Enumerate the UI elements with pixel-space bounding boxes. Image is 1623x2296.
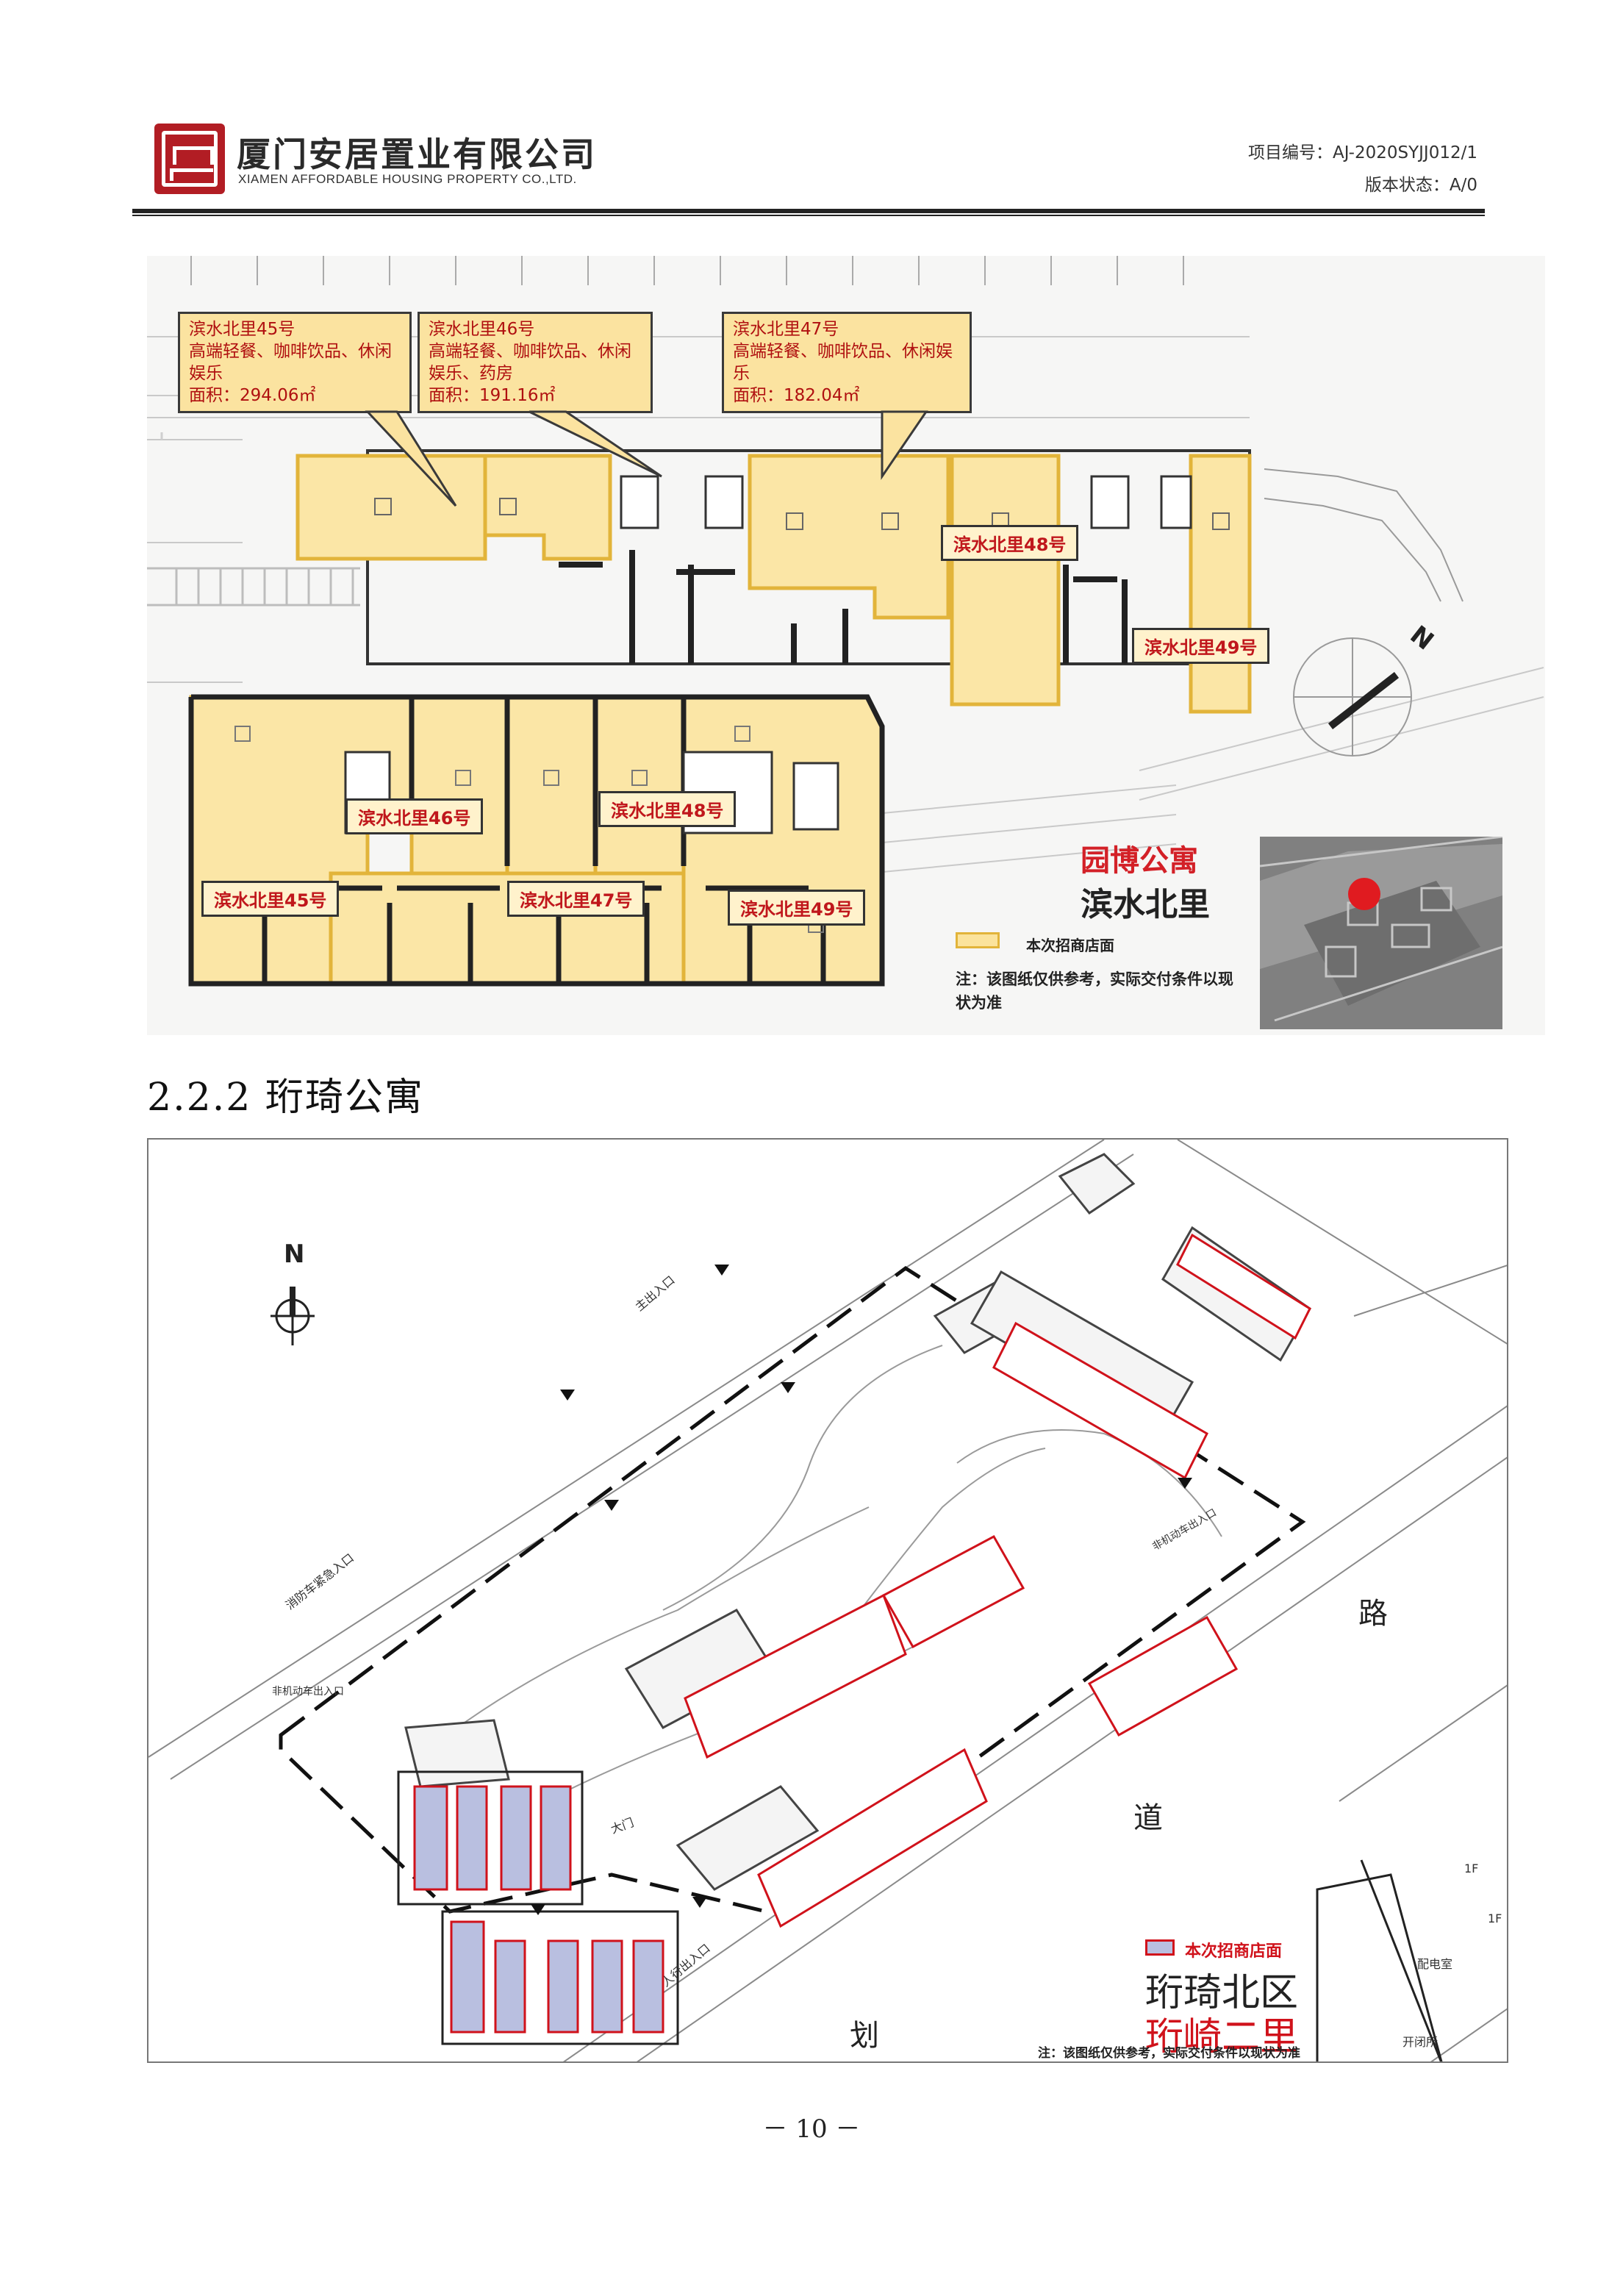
site-location-map [1260,837,1502,1029]
callout-unit-47: 滨水北里47号 高端轻餐、咖啡饮品、休闲娱乐 面积：182.04㎡ [722,312,972,413]
unit-tag-48-lower: 滨水北里48号 [598,791,737,827]
floor-plan-binshui: 滨水北里45号 高端轻餐、咖啡饮品、休闲娱乐 面积：294.06㎡ 滨水北里46… [147,256,1545,1035]
document-meta: 项目编号：AJ-2020SYJJ012/1 版本状态：A/0 [1248,137,1477,201]
unit-tag-45-lower: 滨水北里45号 [201,881,340,917]
road-char-lu: 路 [1358,1597,1388,1631]
callout-46-use: 高端轻餐、咖啡饮品、休闲娱乐、药房 [429,342,631,383]
unit-tag-47-lower: 滨水北里47号 [507,881,645,917]
callout-47-area: 面积：182.04㎡ [733,386,860,405]
label-substation: 配电室 [1417,1957,1453,1971]
page-header: 厦门安居置业有限公司 XIAMEN AFFORDABLE HOUSING PRO… [132,110,1485,221]
legend2-name-north: 珩琦北区 [1145,1971,1299,2015]
legend2-disclaimer: 注：该图纸仅供参考，实际交付条件以现状为准 [1038,2046,1300,2061]
unit-tag-49-upper: 滨水北里49号 [1132,628,1270,664]
north-label-plan2: N [284,1240,305,1269]
company-name-cn: 厦门安居置业有限公司 [237,135,597,174]
legend2-name-second: 珩崎二里 [1145,2015,1299,2059]
legend-project-name: 园博公寓 [1081,844,1198,878]
version-status: 版本状态：A/0 [1364,176,1477,195]
unit-tag-49-lower: 滨水北里49号 [728,890,866,926]
header-rule-thick [132,209,1485,213]
legend-project-sub: 滨水北里 [1081,886,1210,923]
site-plan-drawing [148,1140,1507,2061]
callout-45-title: 滨水北里45号 [189,320,295,339]
legend2-swatch-label: 本次招商店面 [1185,1942,1283,1961]
callout-47-use: 高端轻餐、咖啡饮品、休闲娱乐 [733,342,953,383]
header-rule-thin [132,215,1485,216]
legend-swatch-highlight [956,932,1000,948]
page-number: － 10 － [762,2114,861,2144]
label-non-motor-exit: 非机动车出入口 [272,1686,344,1698]
company-logo-icon [154,124,225,194]
label-1f-b: 1F [1488,1911,1502,1925]
legend2-swatch-shop [1145,1939,1175,1956]
section-heading: 2.2.2 珩琦公寓 [147,1076,424,1120]
callout-46-area: 面积：191.16㎡ [429,386,556,405]
callout-unit-46: 滨水北里46号 高端轻餐、咖啡饮品、休闲娱乐、药房 面积：191.16㎡ [418,312,653,413]
road-char-dao: 道 [1133,1801,1163,1835]
callout-45-use: 高端轻餐、咖啡饮品、休闲娱乐 [189,342,392,383]
label-1f-a: 1F [1464,1862,1479,1875]
callout-46-title: 滨水北里46号 [429,320,535,339]
callout-47-title: 滨水北里47号 [733,320,839,339]
legend-disclaimer: 注：该图纸仅供参考，实际交付条件以现状为准 [956,970,1233,1012]
callout-45-area: 面积：294.06㎡ [189,386,316,405]
site-plan-hengqi: N 主出入口 消防车紧急入口 非机动车出入口 非机动车出入口 大门 人行出入口 … [147,1138,1508,2063]
project-number: 项目编号：AJ-2020SYJJ012/1 [1247,143,1477,162]
callout-unit-45: 滨水北里45号 高端轻餐、咖啡饮品、休闲娱乐 面积：294.06㎡ [178,312,412,413]
label-switch-room: 开闭所 [1402,2035,1439,2049]
legend-swatch-label: 本次招商店面 [1026,937,1114,954]
unit-tag-48-upper: 滨水北里48号 [941,525,1079,561]
unit-tag-46-lower: 滨水北里46号 [345,798,484,834]
company-name-en: XIAMEN AFFORDABLE HOUSING PROPERTY CO.,L… [238,172,577,186]
road-char-hua: 划 [850,2019,879,2053]
